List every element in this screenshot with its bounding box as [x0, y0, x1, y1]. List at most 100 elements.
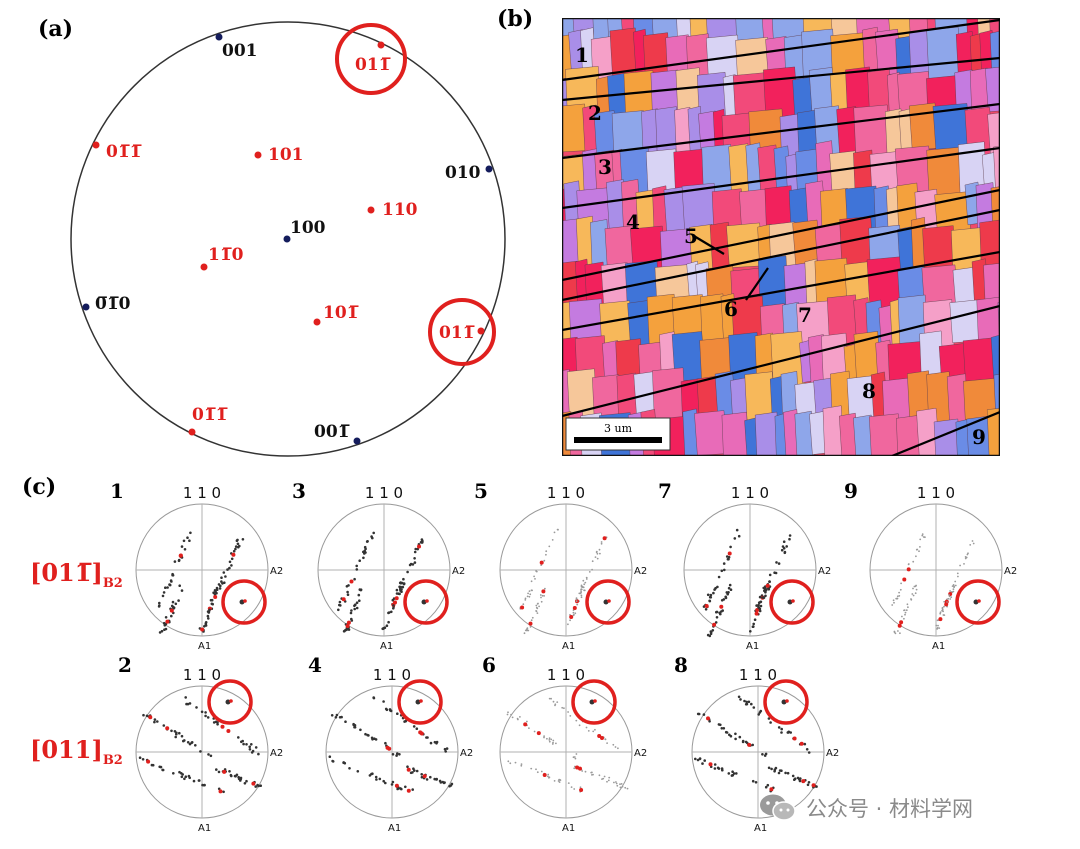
red-point — [520, 605, 525, 610]
scatter-point — [539, 594, 542, 596]
pole-label-0m1m1: 01̅1̅ — [106, 142, 142, 162]
scatter-point — [517, 718, 519, 721]
scatter-point — [355, 568, 359, 571]
scatter-point — [180, 545, 184, 548]
scatter-point — [337, 608, 340, 612]
scatter-point — [142, 713, 145, 717]
scatter-point — [575, 719, 578, 722]
row-label-top-text: [011̅] — [30, 558, 103, 587]
scatter-point — [907, 606, 909, 609]
axis-label-a1: A1 — [562, 823, 575, 834]
scatter-point — [570, 786, 573, 788]
scatter-point — [519, 716, 521, 718]
scatter-point — [952, 588, 955, 590]
scatter-point — [762, 586, 765, 590]
pole-label-0m10: 0̅1̅0 — [95, 294, 131, 314]
scatter-point — [898, 591, 900, 594]
scatter-point — [391, 753, 395, 756]
region-labels: 1 2 3 4 5 6 7 8 9 — [575, 43, 986, 449]
scatter-point — [228, 770, 231, 773]
scatter-point — [236, 542, 240, 546]
boundary-line — [562, 56, 1000, 102]
highlighted-pole-red — [593, 699, 597, 703]
scatter-point — [209, 754, 213, 758]
scatter-point — [913, 585, 916, 588]
grain — [986, 408, 1000, 456]
scatter-point — [552, 700, 555, 703]
scatter-point — [257, 784, 260, 788]
scatter-point — [734, 732, 737, 736]
scatter-point — [592, 730, 595, 733]
scatter-point — [207, 617, 210, 620]
scatter-point — [358, 588, 362, 591]
red-point — [811, 783, 816, 788]
scatter-point — [168, 583, 172, 587]
scatter-point — [235, 773, 239, 777]
pole-label-010: 010 — [445, 163, 481, 183]
scatter-point — [546, 737, 548, 740]
scatter-point — [535, 610, 537, 612]
scatter-point — [891, 604, 894, 606]
scatter-point — [904, 613, 906, 616]
red-point — [906, 567, 911, 572]
scatter-point — [750, 702, 753, 706]
scatter-point — [807, 751, 811, 754]
red-point — [944, 602, 949, 607]
region-label-2: 2 — [588, 101, 602, 125]
scatter-point — [757, 713, 760, 716]
scatter-point — [384, 781, 387, 785]
scatter-point — [956, 572, 959, 575]
scatter-point — [720, 727, 724, 730]
scatter-point — [345, 628, 348, 631]
scatter-point — [188, 742, 192, 746]
scatter-point — [777, 726, 781, 729]
panel-label-a: (a) — [38, 16, 74, 42]
highlight-circle — [397, 679, 443, 725]
pole-figure-title: 1 1 0 — [731, 484, 769, 502]
scatter-point — [580, 589, 582, 591]
scatter-point — [551, 539, 554, 541]
scatter-point — [563, 707, 565, 710]
scatter-point — [604, 738, 607, 741]
scatter-point — [189, 531, 192, 535]
scatter-point — [514, 761, 517, 764]
pole-figure-number: 9 — [844, 479, 858, 503]
axis-label-a2: A2 — [634, 566, 647, 577]
scatter-point — [511, 716, 514, 719]
scatter-point — [737, 534, 741, 538]
scatter-point — [183, 548, 187, 551]
scatter-point — [186, 536, 189, 539]
scatter-point — [408, 563, 412, 567]
red-point — [528, 621, 533, 626]
pole-figure-title: 1 1 0 — [739, 666, 777, 684]
scatter-point — [413, 557, 416, 560]
red-point — [422, 774, 427, 779]
scatter-point — [545, 550, 548, 553]
scatter-point — [805, 748, 809, 751]
boundary-line — [562, 18, 1000, 82]
scatter-point — [355, 606, 359, 610]
red-point — [220, 724, 225, 729]
scatter-point — [959, 564, 961, 567]
scatter-point — [429, 741, 433, 745]
scatter-point — [338, 603, 341, 607]
scatter-point — [921, 534, 924, 537]
scatter-point — [899, 588, 902, 591]
scatter-point — [204, 711, 207, 714]
axis-label-a1: A1 — [754, 823, 767, 834]
scatter-point — [183, 777, 186, 781]
scatter-point — [184, 696, 187, 699]
scatter-point — [420, 538, 424, 541]
scatter-point — [239, 777, 243, 781]
scatter-point — [747, 700, 751, 704]
red-point — [602, 536, 607, 541]
scatter-point — [737, 695, 741, 699]
scatter-point — [918, 550, 920, 553]
scatter-point — [215, 768, 218, 771]
scatter-point — [374, 775, 378, 779]
highlight-circle-right — [428, 298, 496, 366]
scatter-point — [949, 590, 951, 592]
scatter-point — [608, 776, 611, 779]
